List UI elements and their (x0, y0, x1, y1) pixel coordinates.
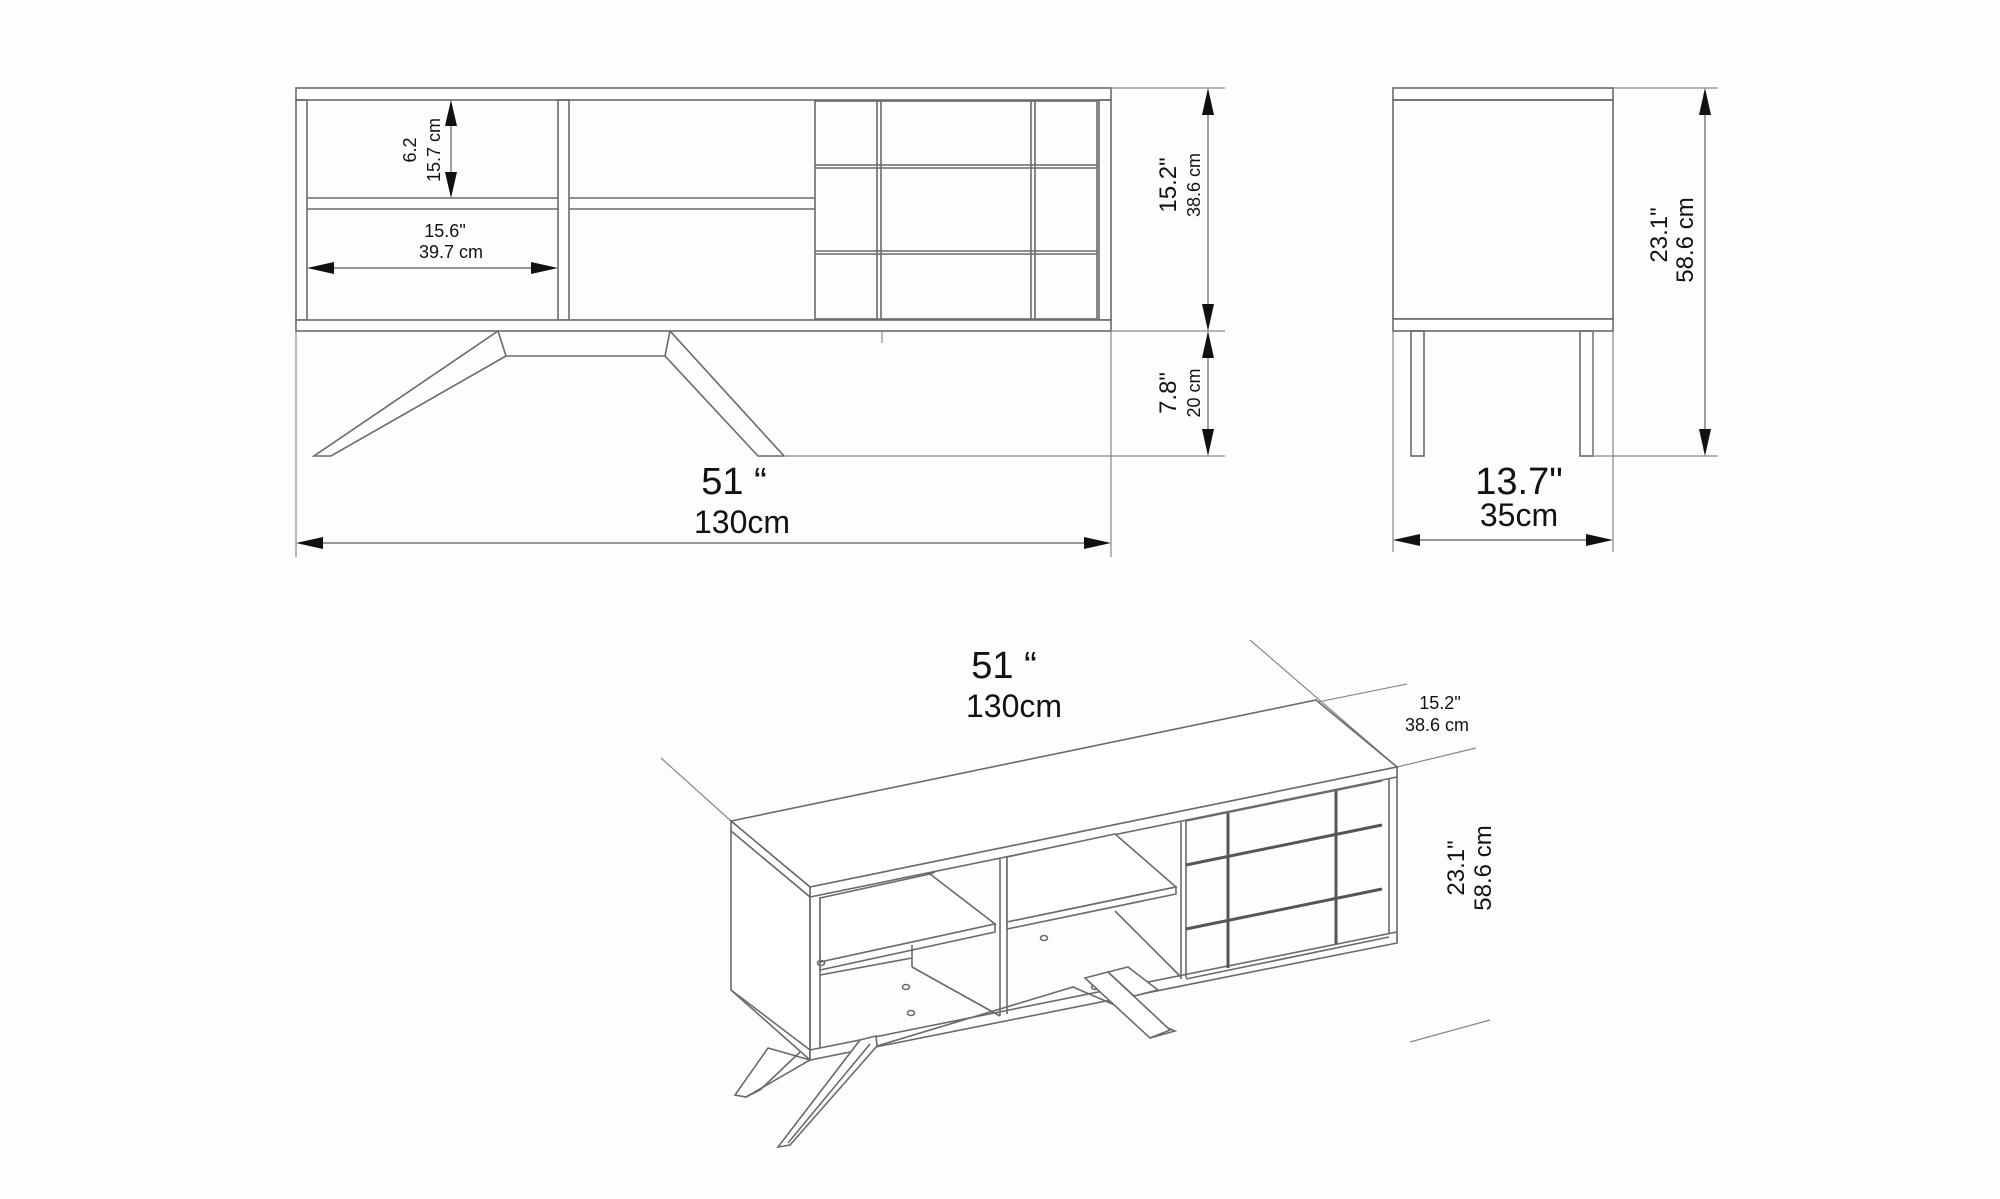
isometric-view (660, 639, 1491, 1149)
side-depth-cm-label: 35cm (1480, 497, 1558, 533)
compartment-width-cm-label: 39.7 cm (419, 242, 483, 262)
hole-1 (816, 959, 826, 967)
front-top-board (295, 87, 1112, 101)
leg-height-cm-label: 20 cm (1184, 368, 1204, 417)
front-left-leg (311, 329, 507, 457)
iso-height-cm-label: 58.6 cm (1470, 825, 1497, 910)
front-left-panel (295, 99, 308, 321)
iso-leg-back-left (776, 1034, 878, 1149)
front-right-leg (664, 329, 786, 457)
side-height-cm-label: 58.6 cm (1672, 197, 1699, 282)
front-door (814, 100, 1098, 320)
cabinet-height-cm-label: 38.6 cm (1184, 153, 1204, 217)
side-right-leg (1579, 330, 1594, 457)
iso-height-inch-label: 23.1" (1443, 840, 1470, 895)
shelf-height-cm-label: 15.7 cm (424, 118, 444, 182)
leg-height-inch-label: 7.8" (1155, 372, 1182, 414)
front-divider-1 (557, 99, 570, 321)
iso-leg-back-right (1106, 966, 1160, 997)
iso-width-inch-label: 51 “ (971, 645, 1036, 687)
side-height-inch-label: 23.1" (1646, 207, 1673, 262)
side-body (1392, 99, 1614, 320)
iso-depth-cm-label: 38.6 cm (1405, 715, 1469, 735)
side-view (1392, 87, 1718, 552)
front-view (295, 87, 1225, 557)
iso-leg-front-left (733, 1047, 813, 1098)
iso-door (1185, 780, 1390, 980)
total-width-cm-label: 130cm (694, 504, 790, 540)
iso-depth-inch-label: 15.2" (1419, 693, 1460, 713)
front-base-board (295, 319, 1112, 332)
hole-3 (1039, 934, 1049, 942)
compartment-width-inch-label: 15.6" (424, 221, 465, 241)
iso-width-cm-label: 130cm (966, 688, 1062, 724)
total-width-inch-label: 51 “ (701, 461, 766, 503)
side-depth-inch-label: 13.7" (1475, 461, 1562, 503)
hole-2 (906, 1009, 916, 1017)
cabinet-height-inch-label: 15.2" (1155, 157, 1182, 212)
shelf-height-inch-label: 6.2 (400, 137, 420, 162)
side-left-leg (1410, 330, 1425, 457)
